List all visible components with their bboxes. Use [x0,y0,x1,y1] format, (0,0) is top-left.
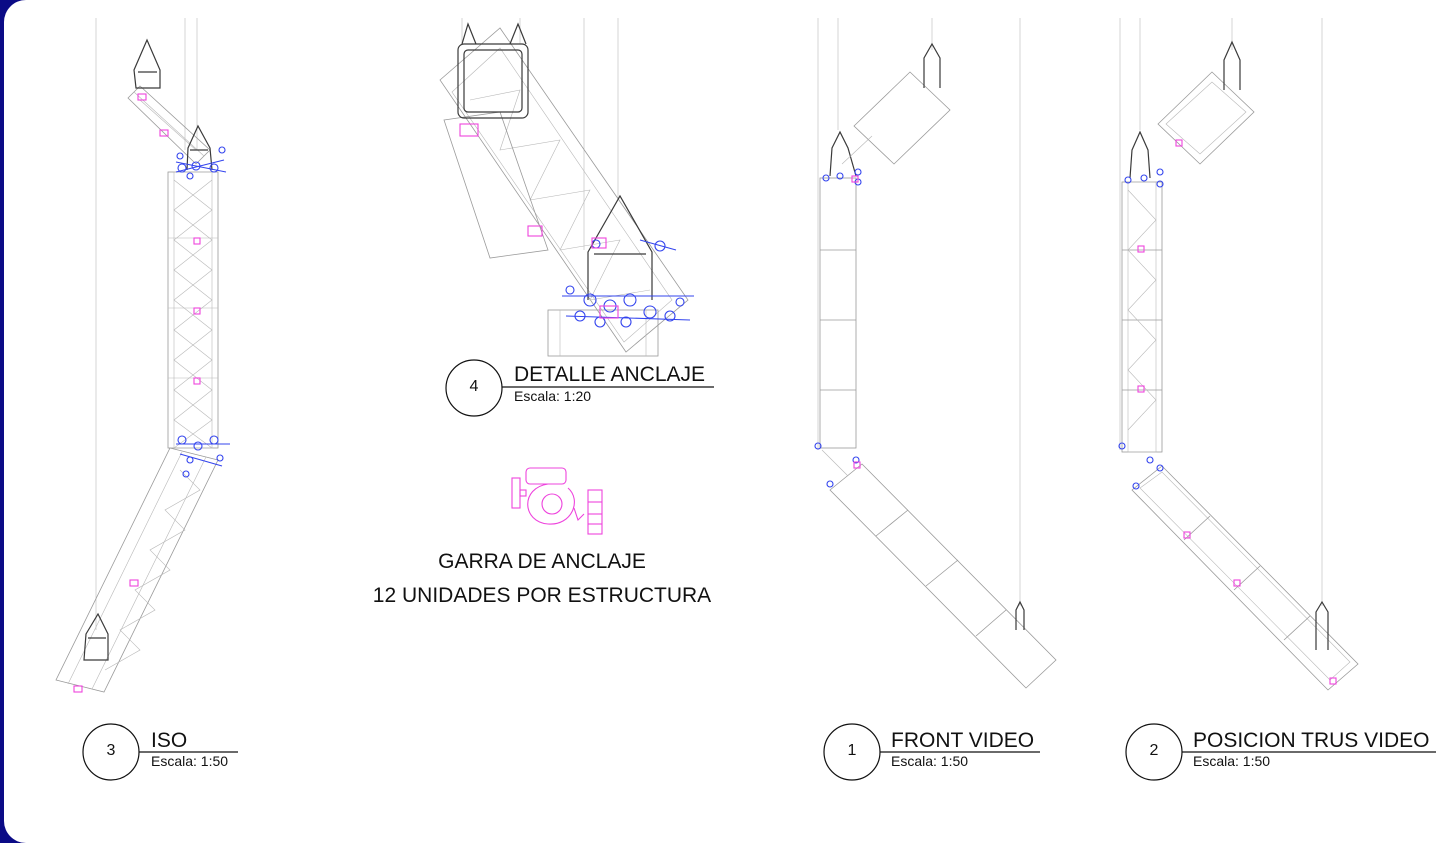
view-label-graphics [82,359,1436,781]
clamp-note-quantity: 12 UNIDADES POR ESTRUCTURA [372,584,712,607]
view-number-detail: 4 [469,378,479,395]
view-number-iso: 3 [106,742,116,759]
view-title-position: POSICION TRUS VIDEO [1193,729,1430,752]
view-scale-detail: Escala: 1:20 [514,388,592,404]
front-view [814,18,1057,689]
view-scale-position: Escala: 1:50 [1193,753,1271,769]
clamp-note-title: GARRA DE ANCLAJE [438,550,646,573]
drawing-sheet: 4 DETALLE ANCLAJE Escala: 1:20 GARRA DE … [4,0,1440,843]
position-view [1118,18,1359,691]
view-number-front: 1 [847,742,857,759]
view-scale-front: Escala: 1:50 [891,753,969,769]
view-scale-iso: Escala: 1:50 [151,753,229,769]
clamp-illustration [511,467,603,535]
view-title-front: FRONT VIDEO [891,729,1035,752]
iso-view [55,18,230,693]
detail-view [439,18,694,357]
view-title-iso: ISO [151,729,188,752]
drawing-canvas [55,18,1436,781]
view-number-position: 2 [1149,742,1159,759]
view-title-detail: DETALLE ANCLAJE [514,363,706,386]
